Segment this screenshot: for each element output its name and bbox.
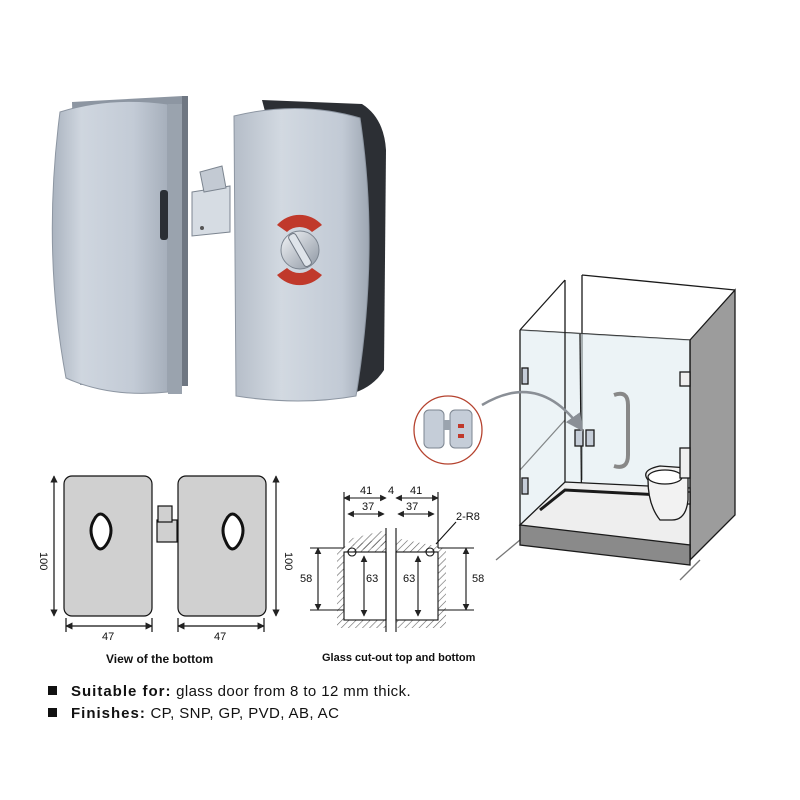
detail-callout-circle [413,390,584,465]
bullet-icon [48,686,57,695]
lock-product-photo [51,96,386,402]
bottom-view-drawing [50,475,280,632]
cutout-dim-top-left: 41 [360,485,372,497]
cutout-dim-inner-right: 37 [406,501,418,513]
spec-key: Suitable for: [71,683,172,700]
cutout-side-right-inner: 63 [403,573,415,585]
spec-value: glass door from 8 to 12 mm thick. [176,683,412,700]
bottom-height-label-left: 100 [37,552,49,570]
shower-enclosure-illustration [495,274,736,581]
glass-cutout-drawing [310,492,474,632]
cutout-side-left-inner: 63 [366,573,378,585]
bottom-height-label-right: 100 [282,552,294,570]
spec-suitable-for: Suitable for: glass door from 8 to 12 mm… [48,683,411,700]
cutout-caption: Glass cut-out top and bottom [322,652,476,664]
bottom-width-label-left: 47 [102,631,114,643]
spec-key: Finishes: [71,705,146,722]
cutout-radius-label: 2-R8 [456,511,480,523]
bottom-width-label-right: 47 [214,631,226,643]
cutout-side-left-outer: 58 [300,573,312,585]
cutout-dim-inner-left: 37 [362,501,374,513]
bottom-view-caption: View of the bottom [106,652,214,666]
cutout-side-right-outer: 58 [472,573,484,585]
spec-finishes: Finishes: CP, SNP, GP, PVD, AB, AC [48,705,339,722]
spec-value: CP, SNP, GP, PVD, AB, AC [150,705,340,722]
occupancy-indicator [277,214,322,286]
cutout-dim-top-right: 41 [410,485,422,497]
bullet-icon [48,708,57,717]
cutout-dim-gap: 4 [388,485,394,497]
